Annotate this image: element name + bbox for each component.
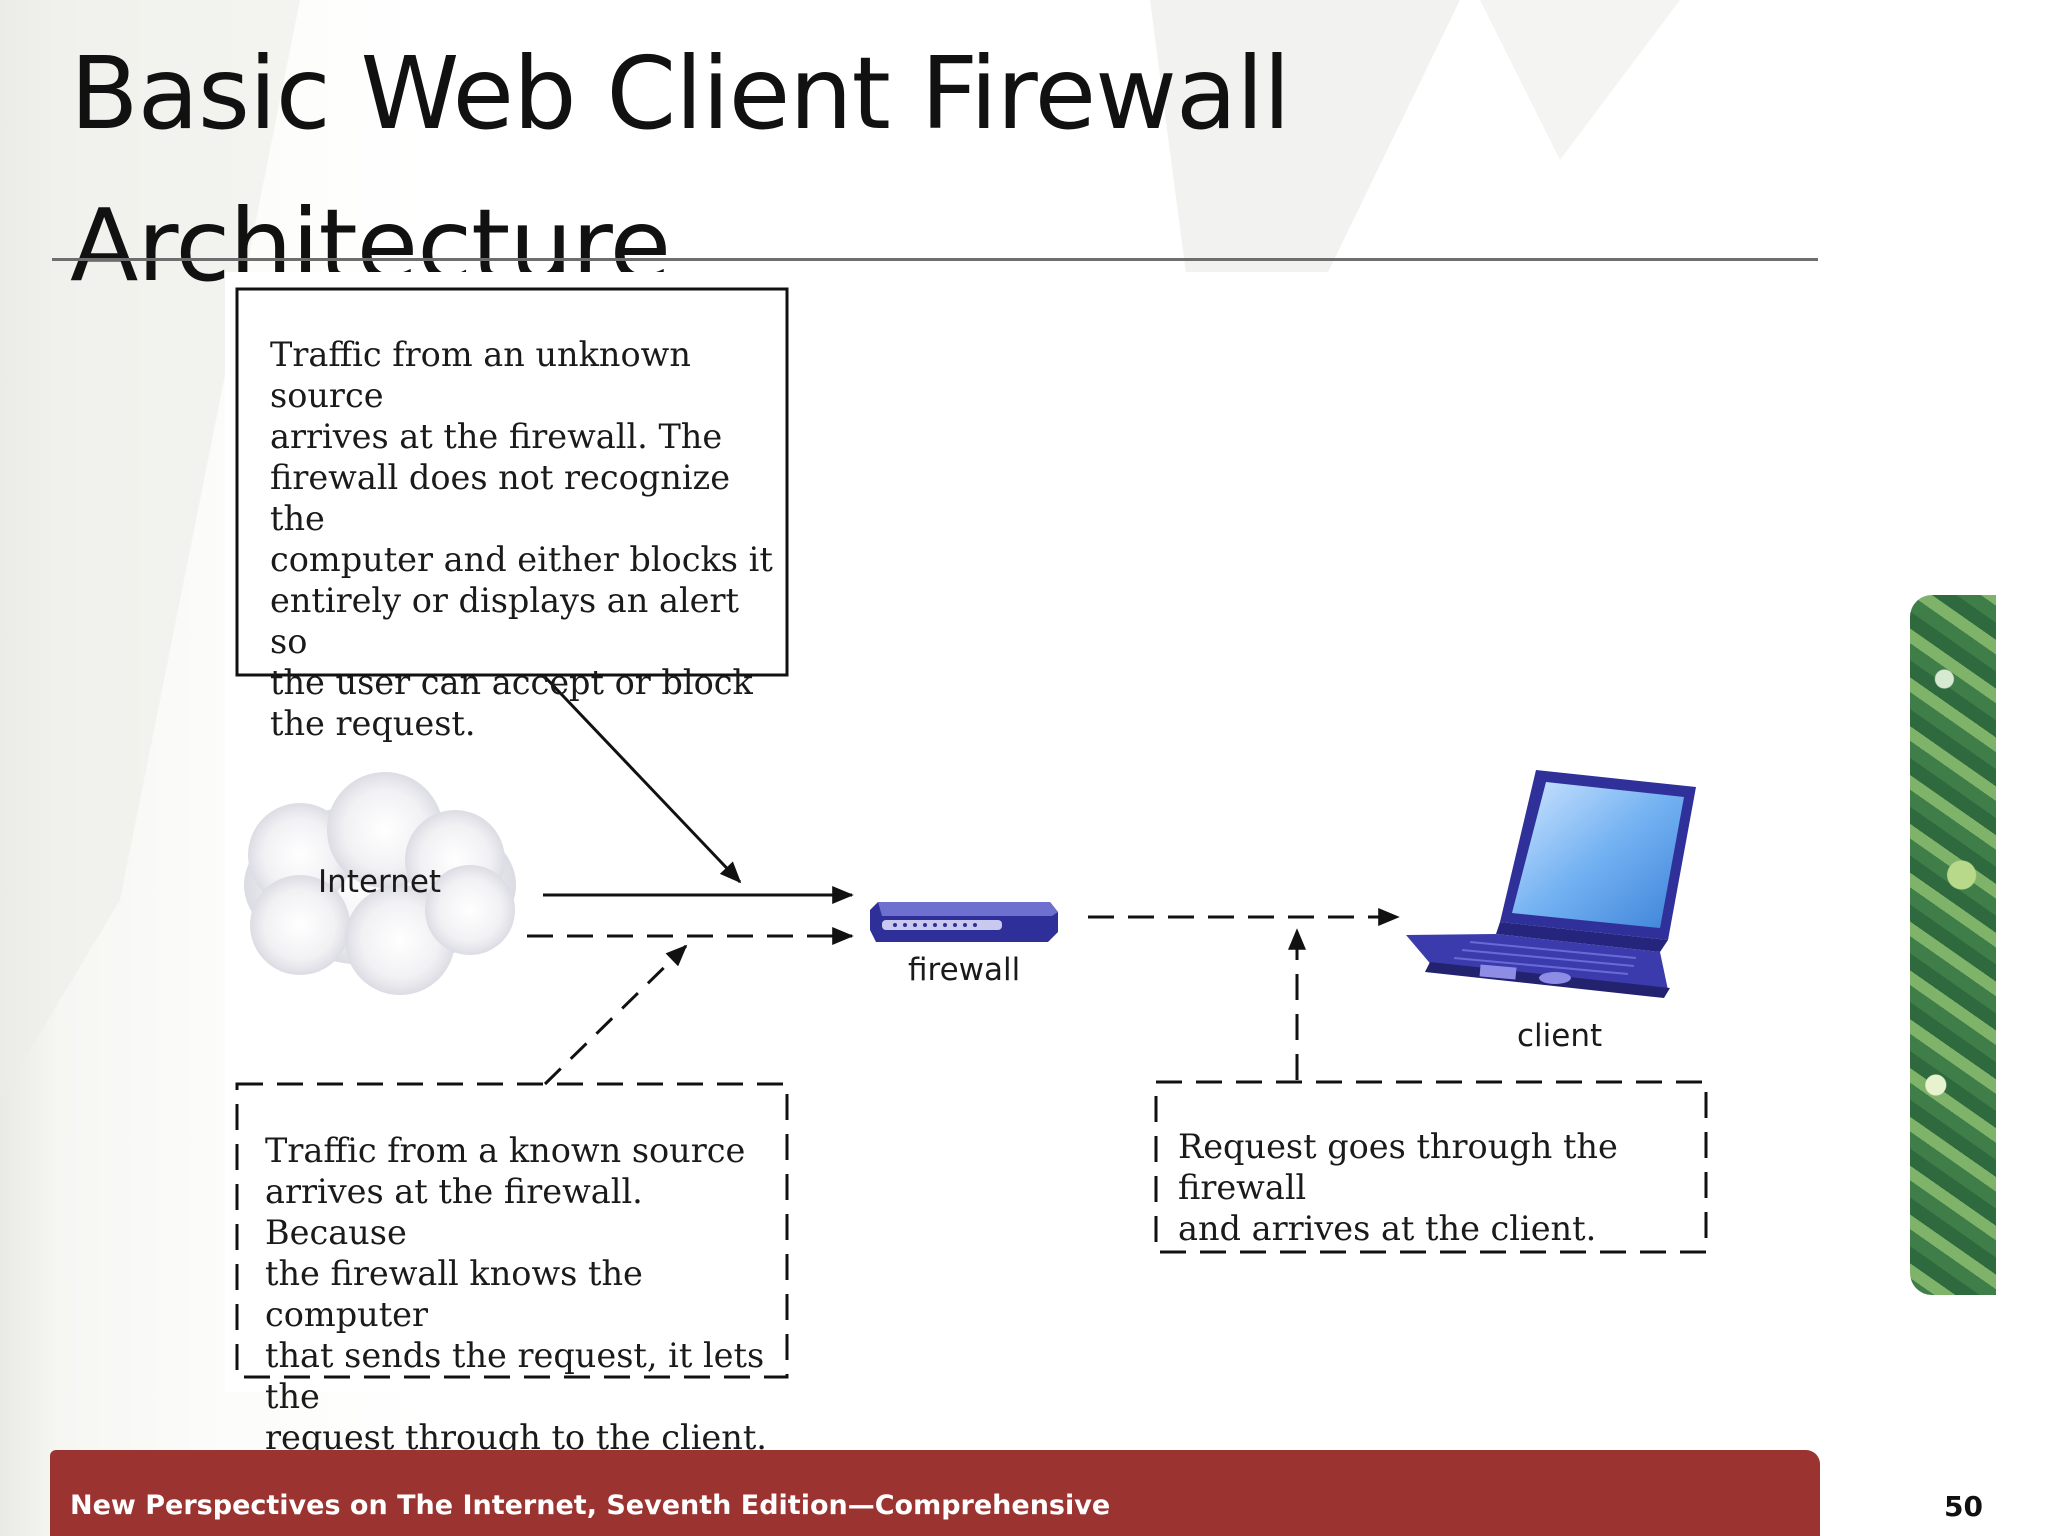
decorative-side-image [1910,595,1996,1295]
unknown-source-note: Traffic from an unknown source arrives a… [270,335,773,743]
client-note: Request goes through the firewall and ar… [1178,1127,1618,1248]
firewall-label: firewall [908,952,1021,988]
client-label: client [1517,1018,1603,1054]
footer-bar [50,1450,1820,1536]
page-number: 50 [1944,1490,1983,1523]
title-divider [52,258,1818,261]
known-source-note: Traffic from a known source arrives at t… [265,1131,767,1457]
laptop-client-icon [1406,770,1696,998]
known-source-box [235,1082,789,1379]
unknown-source-box [235,287,789,677]
unknown-callout-arrow [543,675,742,884]
footer-text: New Perspectives on The Internet, Sevent… [70,1490,1111,1521]
internet-cloud-icon [244,772,516,995]
known-callout-arrow [543,944,688,1086]
internet-label: Internet [318,864,442,900]
firewall-device-icon [870,902,1058,942]
